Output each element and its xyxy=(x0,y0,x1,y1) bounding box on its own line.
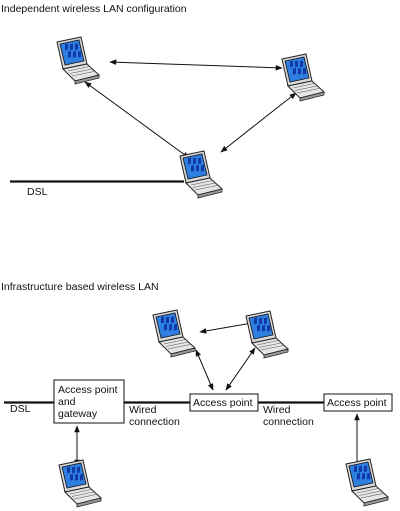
access-point-box-1 xyxy=(189,393,259,412)
laptop-icon xyxy=(281,53,325,102)
link-laptop-a-c xyxy=(84,81,190,159)
laptop-icon xyxy=(245,310,289,359)
bottom-diagram-title: Infrastructure based wireless LAN xyxy=(1,281,159,293)
top-dsl-label: DSL xyxy=(27,186,48,198)
access-point-label-1: Access point xyxy=(193,397,253,409)
laptop-icon xyxy=(179,150,223,199)
bottom-dsl-label: DSL xyxy=(10,403,31,415)
laptop-icon xyxy=(152,309,196,358)
gateway-label-line-3: gateway xyxy=(58,408,98,420)
wired-connection-label-2-line-1: Wired xyxy=(263,404,291,416)
access-point-label-2: Access point xyxy=(327,397,387,409)
laptop-icon xyxy=(56,36,100,85)
gateway-label-line-2: and xyxy=(58,396,76,408)
link-laptop-a-b xyxy=(109,59,283,71)
laptop-icon xyxy=(58,459,102,508)
laptop-icon xyxy=(345,458,389,507)
wired-connection-label-1-line-2: connection xyxy=(129,416,180,428)
wired-connection-label-2-line-2: connection xyxy=(263,416,314,428)
access-point-box-2 xyxy=(323,393,393,412)
link-laptop-e-ap1 xyxy=(225,347,256,391)
wired-connection-label-1-line-1: Wired xyxy=(129,404,157,416)
link-laptop-b-c xyxy=(220,92,297,153)
gateway-label-line-1: Access point xyxy=(58,384,118,396)
access-point-gateway-box xyxy=(53,379,125,424)
top-diagram-title: Independent wireless LAN configuration xyxy=(1,3,187,15)
link-laptop-d-ap1 xyxy=(195,349,214,391)
